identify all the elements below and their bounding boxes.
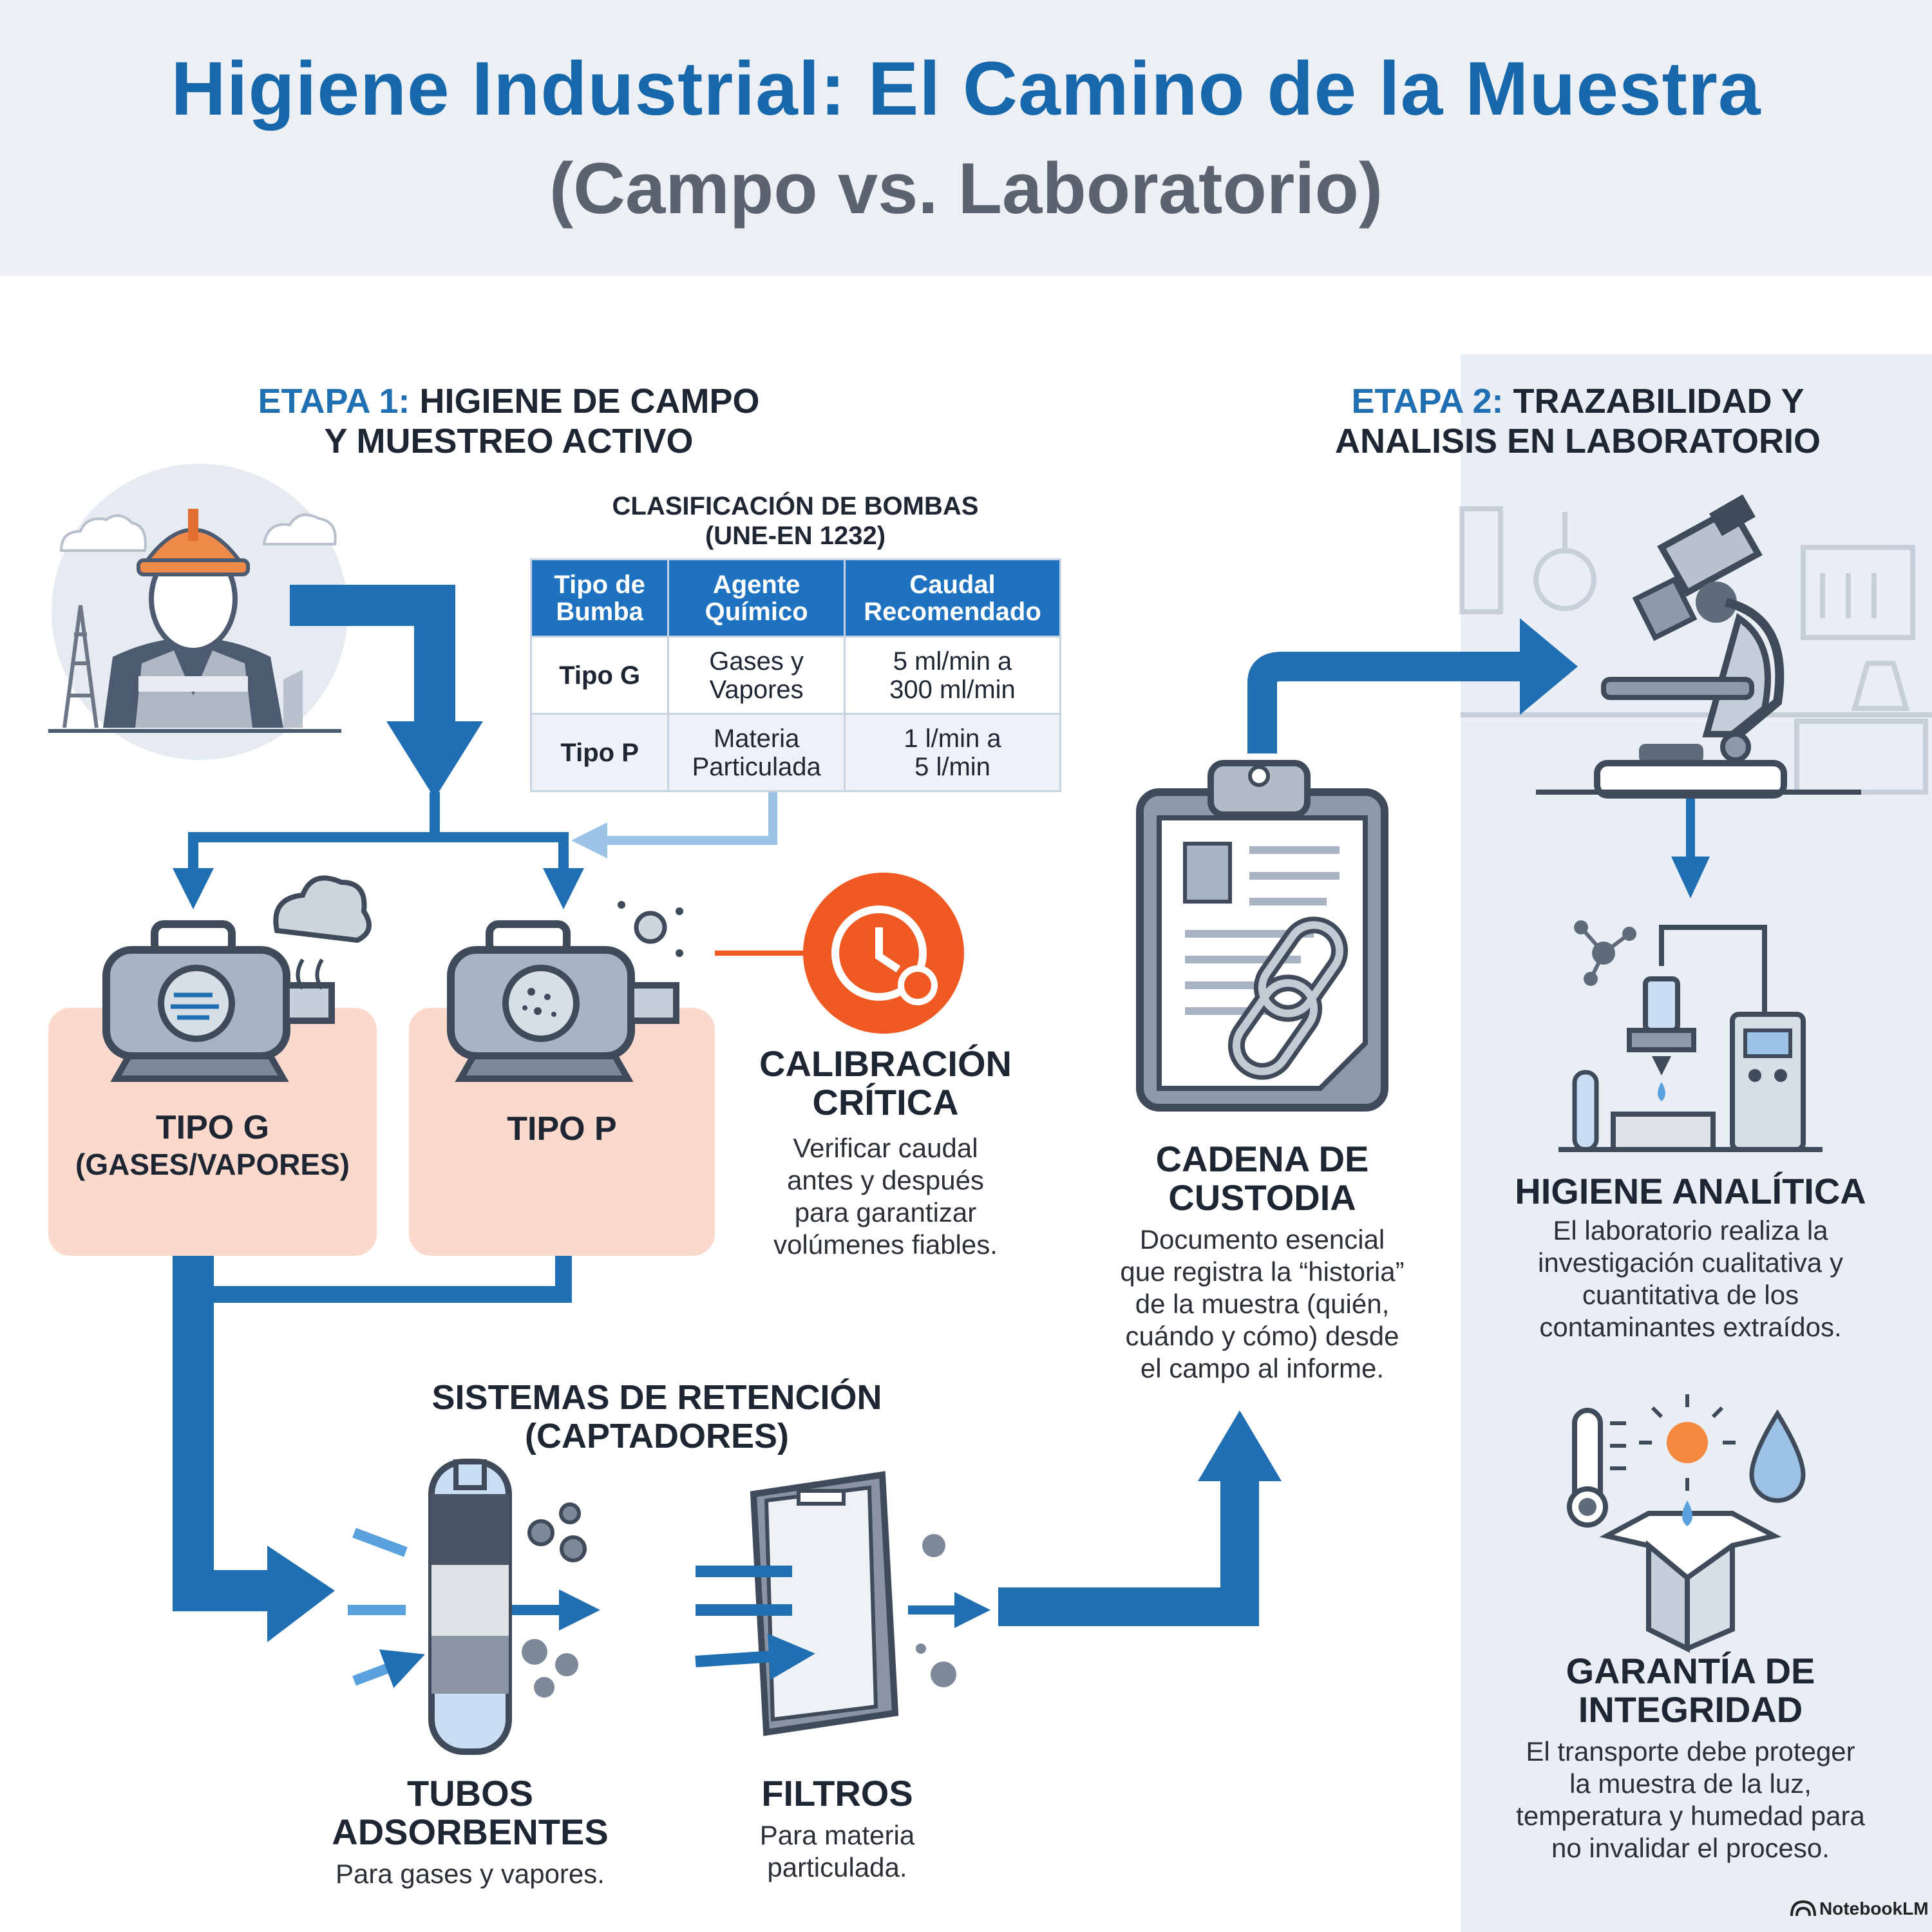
pump-g-icon — [102, 875, 372, 1082]
lab-background-icon — [1459, 506, 1932, 795]
table-cell: Tipo G — [529, 636, 670, 715]
adsorbent-tube-icon — [348, 1459, 600, 1755]
microscope-icon — [1536, 494, 1861, 799]
header-band — [0, 0, 1932, 276]
calibration-clock-icon — [803, 873, 964, 1034]
page-subtitle: (Campo vs. Laboratorio) — [549, 148, 1383, 229]
analytic-title: HIGIENE ANALÍTICA — [1515, 1171, 1866, 1211]
pump-p-label: TIPO P — [507, 1110, 617, 1148]
page-title: Higiene Industrial: El Camino de la Mues… — [171, 46, 1761, 131]
integrity-box-icon — [1567, 1394, 1806, 1653]
notebooklm-logo-text: NotebookLM — [1819, 1899, 1929, 1918]
pump-table-title: CLASIFICACIÓN DE BOMBAS(UNE-EN 1232) — [612, 492, 979, 550]
custody-clipboard-icon — [1136, 760, 1388, 1112]
filters-title: FILTROS — [761, 1773, 913, 1814]
pump-g-label: TIPO G(GASES/VAPORES) — [75, 1109, 350, 1181]
tubes-description: Para gases y vapores. — [336, 1859, 605, 1889]
field-worker-icon — [48, 464, 348, 760]
notebooklm-logo-icon — [1790, 1900, 1816, 1917]
pump-p-icon — [447, 901, 683, 1082]
analytic-equipment-icon — [1558, 920, 1823, 1152]
table-cell: Tipo P — [529, 713, 670, 792]
filter-cassette-icon — [695, 1471, 990, 1736]
retention-title: SISTEMAS DE RETENCIÓN(CAPTADORES) — [431, 1378, 882, 1455]
